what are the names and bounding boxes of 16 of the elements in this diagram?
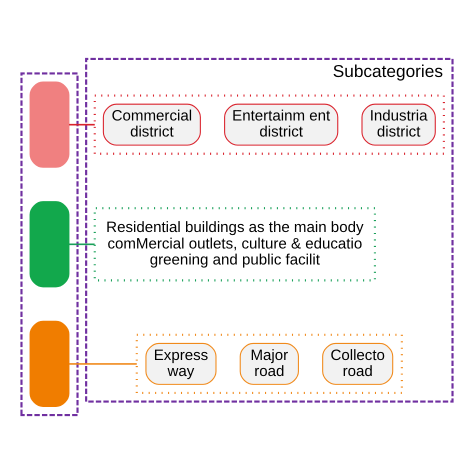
cluster [136, 334, 403, 394]
node-box: Residential buildings as the main body comMercial outlets, culture & educatio greening and public facilit [94, 207, 376, 282]
cluster [20, 72, 79, 416]
node-box: Express way [145, 342, 217, 385]
node-box: Entertainm ent district [224, 104, 338, 146]
cluster [94, 94, 445, 155]
connector [69, 243, 95, 246]
connector [69, 124, 95, 126]
node-box [30, 320, 70, 407]
node-box: Major road [240, 342, 299, 385]
node-box [30, 82, 70, 168]
node-box: Industria district [361, 104, 436, 146]
node-box: Commercial district [102, 104, 201, 146]
node-box: Collecto road [322, 342, 394, 385]
node-box [30, 201, 70, 288]
connector [69, 363, 137, 365]
